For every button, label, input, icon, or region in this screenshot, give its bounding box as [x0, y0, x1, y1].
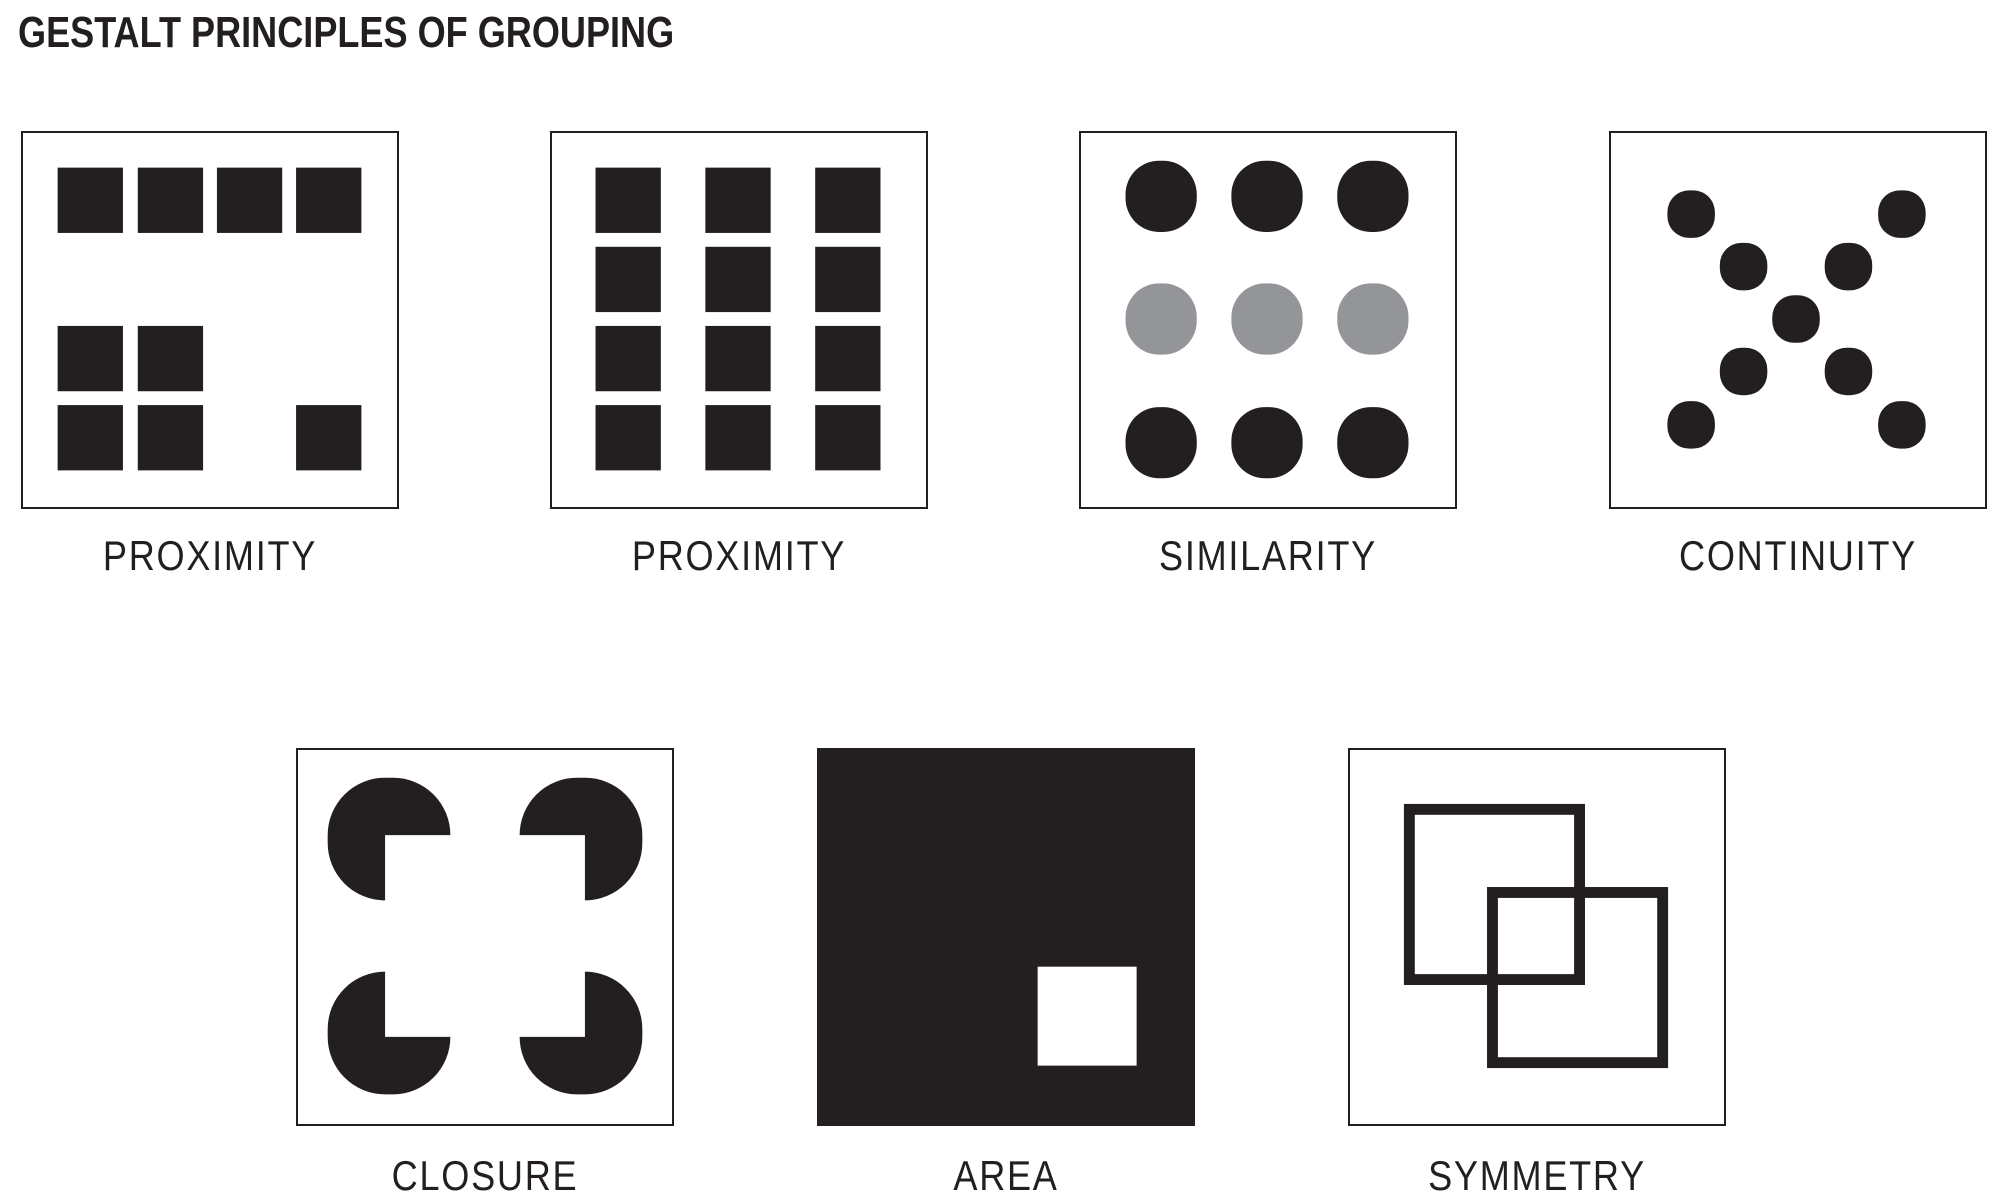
proximity-rows-panel [21, 131, 399, 509]
square [815, 405, 881, 471]
continuity-panel [1609, 131, 1987, 509]
similarity-panel [1079, 131, 1457, 509]
page-title: GESTALT PRINCIPLES OF GROUPING [18, 8, 675, 57]
grey-blob [1337, 283, 1409, 355]
dark-blob [1337, 160, 1409, 232]
square [137, 325, 204, 392]
square [137, 405, 204, 471]
square [57, 405, 123, 471]
dot [1824, 347, 1873, 396]
area-figure [1037, 966, 1137, 1066]
square [296, 405, 362, 471]
dot [1878, 190, 1926, 238]
dot [1719, 242, 1768, 291]
panel-label-symmetry: SYMMETRY [1428, 1152, 1646, 1199]
proximity-rows-figure [57, 167, 362, 471]
square [815, 246, 881, 313]
panel-label-area: AREA [953, 1152, 1059, 1199]
outline-square [1487, 887, 1669, 1069]
square [595, 325, 661, 392]
symmetry-figure [1403, 803, 1669, 1069]
closure-corner [327, 971, 451, 1095]
closure-corner [519, 777, 643, 901]
panel-label-similarity: SIMILARITY [1159, 532, 1377, 579]
square [815, 167, 881, 233]
square [815, 325, 881, 392]
dot [1667, 401, 1715, 449]
square [296, 167, 362, 233]
proximity-columns-figure [595, 167, 881, 471]
dark-blob [1231, 160, 1303, 232]
panel-label-continuity: CONTINUITY [1679, 532, 1917, 579]
panel-label-closure: CLOSURE [391, 1152, 579, 1199]
closure-figure [327, 777, 643, 1095]
square [57, 325, 123, 392]
dot [1719, 347, 1768, 396]
dot [1878, 401, 1926, 449]
similarity-figure [1125, 160, 1409, 479]
dot [1667, 190, 1715, 238]
symmetry-panel [1348, 748, 1726, 1126]
square [705, 325, 771, 392]
grey-blob [1231, 283, 1303, 355]
dark-blob [1231, 407, 1303, 479]
dot [1824, 242, 1873, 291]
dark-blob [1125, 407, 1197, 479]
square [595, 167, 661, 233]
small-white-square [1037, 966, 1137, 1066]
square [216, 167, 283, 233]
closure-corner [327, 777, 451, 901]
proximity-columns-panel [550, 131, 928, 509]
square [57, 167, 123, 233]
grey-blob [1125, 283, 1197, 355]
panel-label-proximity-2: PROXIMITY [631, 532, 847, 579]
area-panel [817, 748, 1195, 1126]
dark-blob [1337, 407, 1409, 479]
continuity-figure [1667, 190, 1926, 449]
square [705, 167, 771, 233]
closure-panel [296, 748, 674, 1126]
square [595, 246, 661, 313]
square [705, 246, 771, 313]
square [705, 405, 771, 471]
dot [1772, 295, 1820, 343]
square [595, 405, 661, 471]
dark-blob [1125, 160, 1197, 232]
panel-label-proximity-1: PROXIMITY [102, 532, 318, 579]
closure-corner [519, 971, 643, 1095]
square [137, 167, 204, 233]
